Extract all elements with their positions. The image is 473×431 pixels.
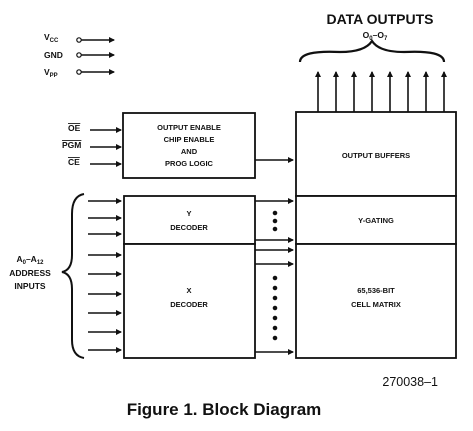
vcc-pin: VCC bbox=[44, 32, 115, 44]
svg-text:CELL MATRIX: CELL MATRIX bbox=[351, 300, 401, 309]
y-gating-block: Y-GATING bbox=[295, 195, 457, 245]
svg-text:INPUTS: INPUTS bbox=[14, 281, 46, 291]
address-inputs-label: A0–A12 ADDRESS INPUTS bbox=[9, 254, 51, 291]
address-brace bbox=[61, 193, 85, 359]
output-brace bbox=[298, 38, 446, 63]
svg-text:65,536-BIT: 65,536-BIT bbox=[357, 286, 395, 295]
svg-text:OUTPUT BUFFERS: OUTPUT BUFFERS bbox=[342, 151, 410, 160]
vpp-pin: VPP bbox=[44, 67, 115, 79]
output-buffers-block: OUTPUT BUFFERS bbox=[295, 111, 457, 197]
data-outputs-title: DATA OUTPUTS bbox=[326, 11, 433, 27]
figure-caption: Figure 1. Block Diagram bbox=[127, 400, 322, 419]
svg-text:GND: GND bbox=[44, 50, 63, 60]
svg-text:OUTPUT ENABLE: OUTPUT ENABLE bbox=[157, 123, 221, 132]
control-pins: OE PGM CE bbox=[62, 123, 122, 167]
svg-text:AND: AND bbox=[181, 147, 198, 156]
x-decoder-outputs bbox=[255, 247, 294, 355]
power-pins: VCC GND VPP bbox=[44, 32, 115, 79]
figure-number: 270038–1 bbox=[382, 375, 438, 389]
y-decoder-outputs bbox=[255, 198, 294, 243]
data-outputs-header: DATA OUTPUTS O0–O7 bbox=[298, 11, 446, 63]
svg-text:ADDRESS: ADDRESS bbox=[9, 268, 51, 278]
x-decoder-block: X DECODER bbox=[123, 243, 256, 359]
svg-text:DECODER: DECODER bbox=[170, 300, 208, 309]
svg-text:Y-GATING: Y-GATING bbox=[358, 216, 394, 225]
svg-text:X: X bbox=[186, 286, 191, 295]
control-logic-block: OUTPUT ENABLE CHIP ENABLE AND PROG LOGIC bbox=[122, 112, 256, 179]
address-input-arrows bbox=[88, 198, 122, 353]
svg-text:CHIP ENABLE: CHIP ENABLE bbox=[164, 135, 215, 144]
y-decoder-block: Y DECODER bbox=[123, 195, 256, 245]
oe-pin-label: OE bbox=[68, 123, 81, 133]
svg-text:A0–A12: A0–A12 bbox=[16, 254, 44, 266]
output-arrows bbox=[315, 71, 447, 112]
ce-pin-label: CE bbox=[68, 157, 80, 167]
data-outputs-range: O0–O7 bbox=[363, 30, 388, 42]
svg-text:VCC: VCC bbox=[44, 32, 59, 44]
svg-text:DECODER: DECODER bbox=[170, 223, 208, 232]
gnd-pin: GND bbox=[44, 50, 115, 60]
svg-text:PROG LOGIC: PROG LOGIC bbox=[165, 159, 214, 168]
svg-text:VPP: VPP bbox=[44, 67, 58, 79]
svg-text:Y: Y bbox=[186, 209, 191, 218]
pgm-pin-label: PGM bbox=[62, 140, 81, 150]
cell-matrix-block: 65,536-BIT CELL MATRIX bbox=[295, 243, 457, 359]
